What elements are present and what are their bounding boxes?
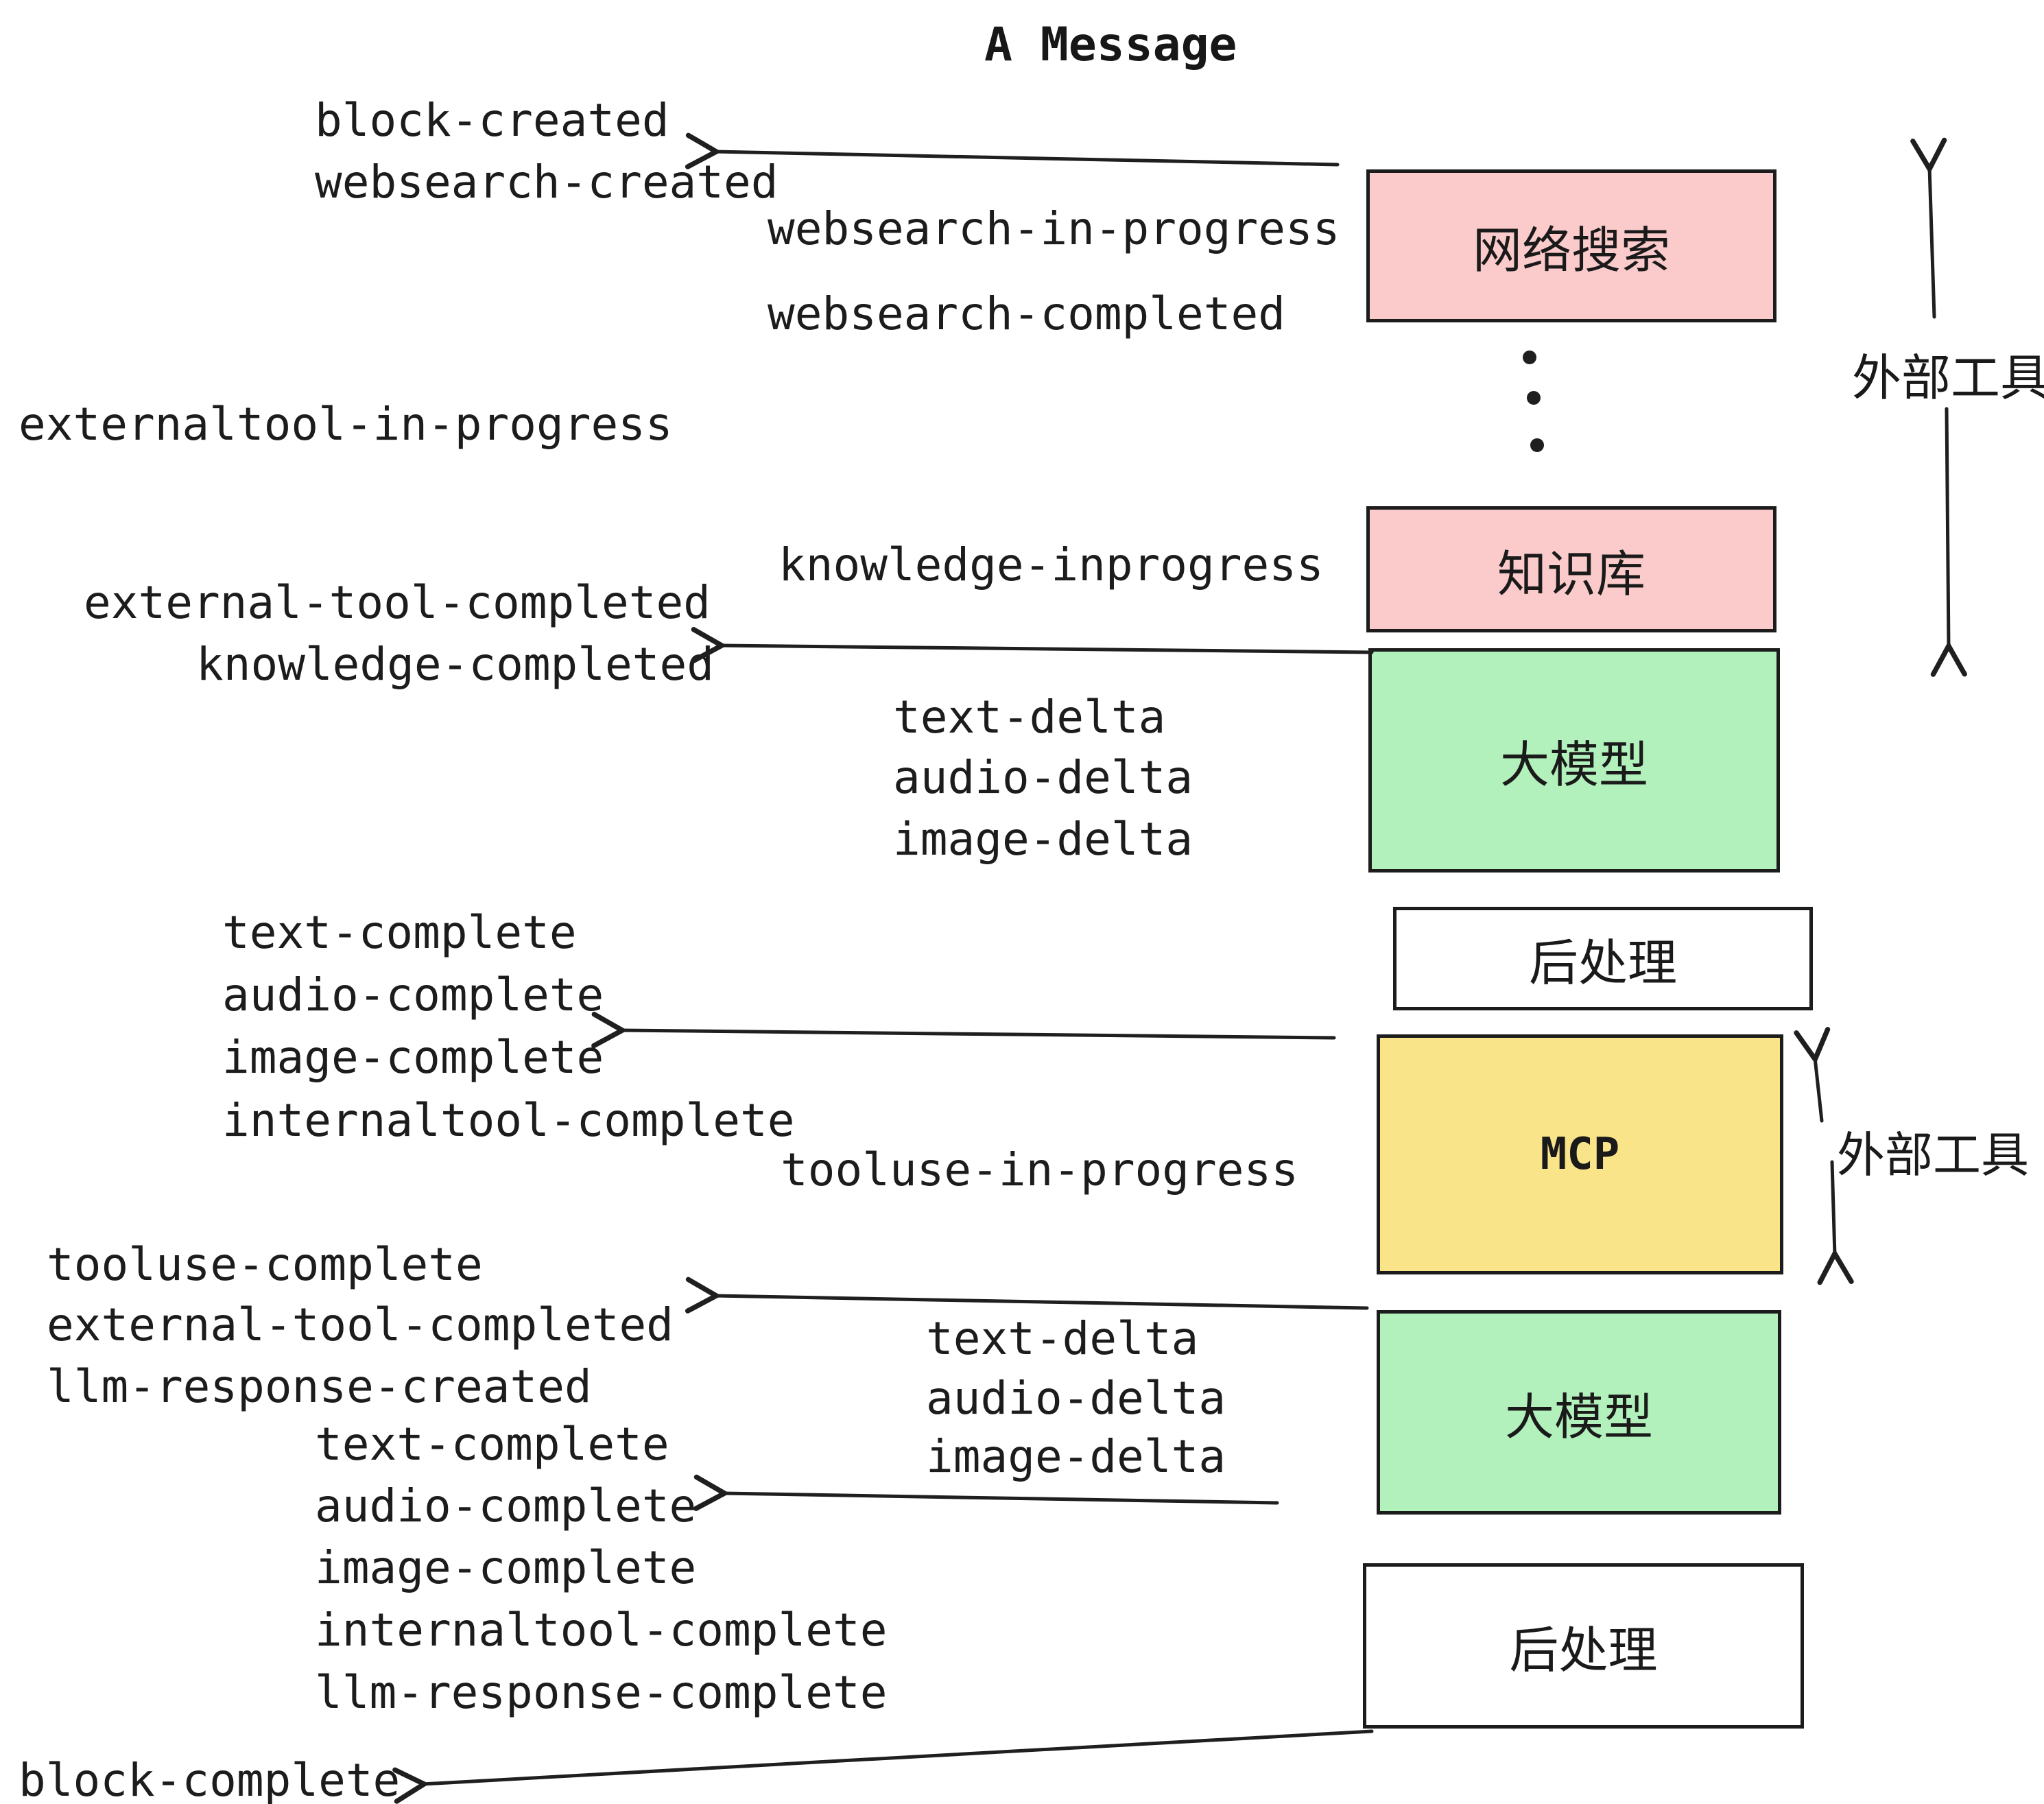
event-label-externaltool-in-progress: externaltool-in-progress bbox=[19, 398, 673, 451]
event-label-audio-complete: audio-complete bbox=[222, 969, 604, 1021]
arrow-tooluse-complete bbox=[685, 1277, 1369, 1314]
event-label-websearch-in-progress: websearch-in-progress bbox=[768, 202, 1340, 255]
mcp-box: MCP bbox=[1377, 1034, 1783, 1274]
diagram-title: A Message bbox=[984, 18, 1237, 72]
event-label-llm-response-complete: llm-response-complete bbox=[315, 1666, 888, 1719]
knowledge-box: 知识库 bbox=[1366, 506, 1776, 632]
arrow-block-complete bbox=[392, 1729, 1374, 1804]
event-label-external-tool-completed-2: external-tool-completed bbox=[47, 1298, 674, 1351]
event-label-text-complete-2: text-complete bbox=[315, 1418, 669, 1471]
event-label-text-delta-2: text-delta bbox=[926, 1312, 1199, 1365]
event-label-llm-response-created: llm-response-created bbox=[47, 1360, 592, 1413]
event-label-tooluse-in-progress: tooluse-in-progress bbox=[781, 1143, 1298, 1196]
event-label-image-complete: image-complete bbox=[222, 1031, 604, 1084]
event-label-audio-complete-2: audio-complete bbox=[315, 1480, 697, 1532]
external-tools-up-arrow-bottom bbox=[1794, 1027, 1831, 1123]
event-label-knowledge-completed: knowledge-completed bbox=[196, 638, 714, 691]
llm-box-1-label: 大模型 bbox=[1499, 738, 1648, 793]
event-label-tooluse-complete: tooluse-complete bbox=[47, 1238, 483, 1291]
llm-box-1: 大模型 bbox=[1368, 648, 1780, 873]
vertical-ellipsis-icon bbox=[1523, 351, 1544, 452]
event-label-external-tool-completed: external-tool-completed bbox=[84, 576, 711, 629]
llm-box-2: 大模型 bbox=[1377, 1310, 1781, 1515]
event-label-image-delta-2: image-delta bbox=[926, 1430, 1226, 1483]
websearch-box: 网络搜索 bbox=[1366, 169, 1776, 322]
arrow-knowledge-completed bbox=[691, 627, 1374, 664]
external-tools-label-top: 外部工具 bbox=[1852, 351, 2044, 406]
event-label-websearch-completed: websearch-completed bbox=[768, 287, 1285, 340]
event-label-block-created: block-created bbox=[315, 94, 669, 147]
postprocess-box-2: 后处理 bbox=[1363, 1563, 1804, 1729]
event-label-text-complete: text-complete bbox=[222, 906, 577, 959]
event-label-image-delta: image-delta bbox=[893, 813, 1193, 866]
external-tools-down-arrow-top bbox=[1930, 407, 1967, 677]
event-label-image-complete-2: image-complete bbox=[315, 1541, 697, 1594]
postprocess-box-2-label: 后处理 bbox=[1509, 1624, 1658, 1678]
postprocess-box-1: 后处理 bbox=[1393, 907, 1813, 1010]
event-label-audio-delta: audio-delta bbox=[893, 751, 1193, 804]
event-label-websearch-created: websearch-created bbox=[315, 156, 779, 209]
arrow-internal-complete bbox=[591, 1012, 1336, 1049]
external-tools-up-arrow-top bbox=[1910, 137, 1947, 319]
event-label-block-complete: block-complete bbox=[19, 1754, 401, 1804]
event-label-audio-delta-2: audio-delta bbox=[926, 1372, 1226, 1425]
knowledge-box-label: 知识库 bbox=[1497, 547, 1645, 602]
arrow-websearch-created bbox=[685, 132, 1340, 169]
llm-box-2-label: 大模型 bbox=[1504, 1390, 1653, 1445]
websearch-box-label: 网络搜索 bbox=[1472, 224, 1670, 278]
event-label-internaltool-complete-2: internaltool-complete bbox=[315, 1604, 888, 1657]
event-label-internaltool-complete: internaltool-complete bbox=[222, 1094, 795, 1147]
external-tools-down-arrow-bottom bbox=[1817, 1160, 1854, 1285]
event-label-knowledge-inprogress: knowledge-inprogress bbox=[779, 538, 1324, 591]
mcp-box-label: MCP bbox=[1540, 1129, 1620, 1180]
arrow-llm-complete bbox=[693, 1474, 1279, 1511]
event-label-text-delta: text-delta bbox=[893, 691, 1166, 744]
postprocess-box-1-label: 后处理 bbox=[1528, 936, 1677, 991]
external-tools-label-bottom: 外部工具 bbox=[1837, 1128, 2029, 1182]
